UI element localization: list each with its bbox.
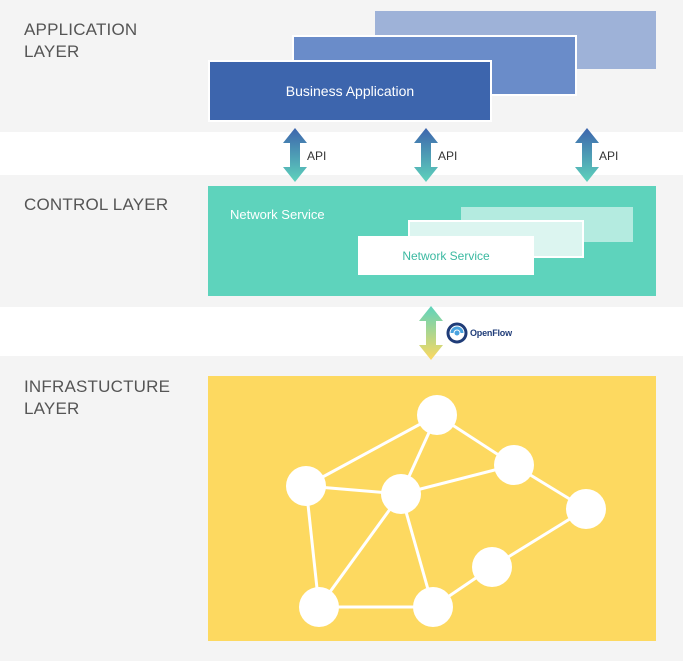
network-node	[413, 587, 453, 627]
network-node	[566, 489, 606, 529]
network-node	[494, 445, 534, 485]
network-node	[417, 395, 457, 435]
api-arrow-icon	[414, 128, 438, 182]
network-node	[299, 587, 339, 627]
network-graph	[286, 395, 606, 627]
network-service-title: Network Service	[230, 207, 325, 222]
openflow-arrow-icon	[419, 306, 443, 360]
openflow-logo-icon	[446, 322, 468, 344]
api-label: API	[307, 149, 327, 163]
infrastructure-layer-label: INFRASTUCTURE LAYER	[24, 377, 171, 418]
business-application-card: Business Application	[208, 60, 492, 122]
openflow-logo: OpenFlow	[446, 322, 512, 344]
network-link	[317, 493, 403, 608]
network-node	[286, 466, 326, 506]
api-label: API	[438, 149, 458, 163]
api-arrow-icon	[283, 128, 307, 182]
network-link	[304, 485, 321, 608]
network-link	[305, 413, 438, 488]
network-service-card: Network Service	[358, 236, 534, 275]
application-layer-label: APPLICATION LAYER	[24, 20, 138, 61]
network-nodes	[286, 395, 606, 627]
network-node	[381, 474, 421, 514]
network-node	[472, 547, 512, 587]
openflow-label: OpenFlow	[470, 328, 512, 338]
api-label: API	[599, 149, 619, 163]
api-arrow-icon	[575, 128, 599, 182]
control-layer-label: CONTROL LAYER	[24, 195, 169, 214]
network-links	[304, 413, 587, 609]
